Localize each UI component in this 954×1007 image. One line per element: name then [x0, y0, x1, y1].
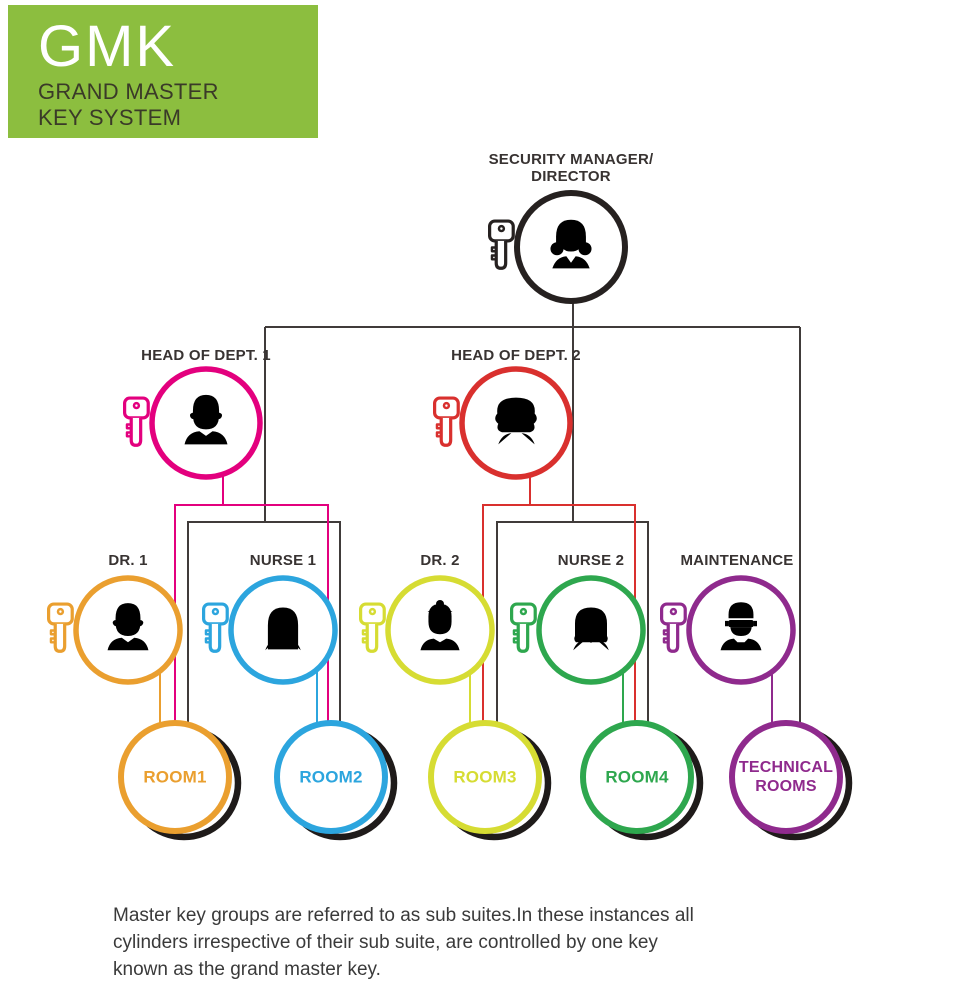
node-maintenance — [659, 575, 796, 685]
gmk-line-group2-tee — [496, 521, 649, 738]
gmk-subtitle: GRAND MASTER KEY SYSTEM — [38, 79, 219, 130]
dr2-key-icon — [358, 602, 386, 653]
maintenance-key-icon — [659, 602, 687, 653]
node-security-manager — [487, 190, 628, 304]
technical-rooms-node — [729, 720, 853, 841]
head2-label: HEAD OF DEPT. 2 — [451, 347, 581, 364]
room4-node — [580, 720, 704, 841]
head2-key-icon — [432, 396, 460, 447]
room4-label: ROOM4 — [605, 767, 669, 787]
node-dr2 — [358, 575, 495, 685]
room-nodes — [118, 720, 853, 841]
node-head2 — [432, 366, 573, 480]
room2-circle — [274, 720, 388, 834]
nurse1-person-icon — [265, 607, 301, 651]
security-manager-key-icon — [487, 219, 515, 270]
nurse2-key-icon — [509, 602, 537, 653]
technical-rooms-circle — [729, 720, 843, 834]
dr2-label: DR. 2 — [420, 552, 460, 569]
node-head1 — [122, 366, 263, 480]
caption-text: Master key groups are referred to as sub… — [113, 905, 694, 980]
dr1-label: DR. 1 — [108, 552, 148, 569]
nurse2-label: NURSE 2 — [557, 552, 625, 569]
security-manager-label: SECURITY MANAGER/ DIRECTOR — [488, 151, 654, 185]
gmk-logo-box: GMK GRAND MASTER KEY SYSTEM — [8, 5, 318, 138]
room3-circle — [428, 720, 542, 834]
technical-rooms-label: TECHNICAL ROOMS — [738, 759, 834, 795]
room2-label: ROOM2 — [299, 767, 363, 787]
room3-label: ROOM3 — [453, 767, 517, 787]
nurse1-key-icon — [201, 602, 229, 653]
gmk-line-group1-tee — [187, 521, 341, 738]
node-dr1 — [46, 575, 183, 685]
gmk-acronym: GMK — [38, 14, 177, 79]
room4-circle — [580, 720, 694, 834]
node-nurse2 — [509, 575, 646, 685]
room1-label: ROOM1 — [143, 767, 207, 787]
person-nodes — [46, 190, 796, 685]
nurse1-label: NURSE 1 — [249, 552, 317, 569]
room3-node — [428, 720, 552, 841]
node-nurse1 — [201, 575, 338, 685]
room1-node — [118, 720, 242, 841]
head1-key-icon — [122, 396, 150, 447]
maintenance-label: MAINTENANCE — [680, 552, 794, 569]
room1-circle — [118, 720, 232, 834]
head1-label: HEAD OF DEPT. 1 — [141, 347, 271, 364]
room2-node — [274, 720, 398, 841]
dr1-key-icon — [46, 602, 74, 653]
